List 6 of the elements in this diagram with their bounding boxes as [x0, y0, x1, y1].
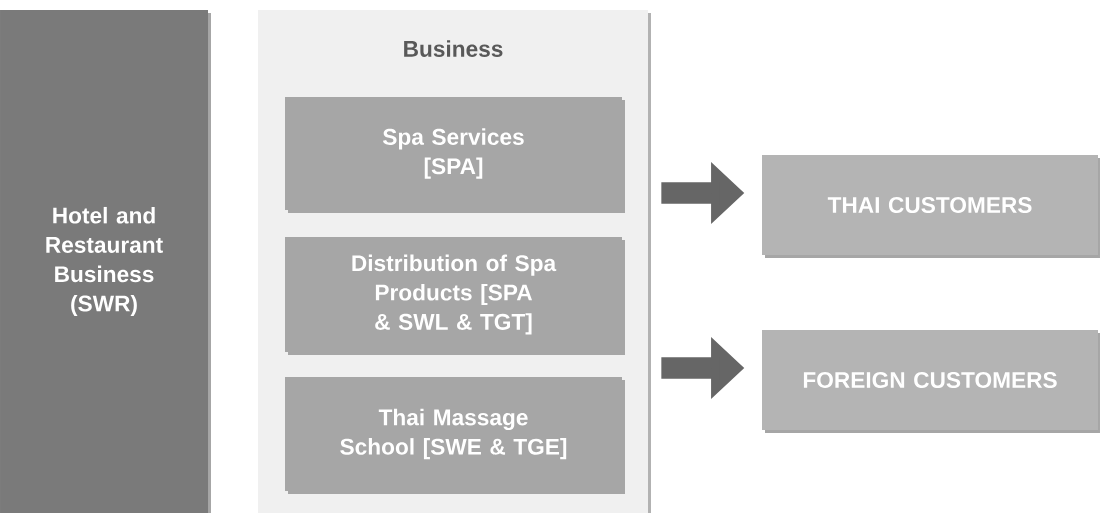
- service-box: Spa Services [SPA]: [285, 97, 625, 213]
- side-bar: Hotel and Restaurant Business (SWR): [0, 10, 211, 513]
- service-box: Distribution of Spa Products [SPA & SWL & TGT]: [285, 237, 625, 355]
- customer-box: FOREIGN CUSTOMERS: [762, 330, 1100, 433]
- customer-box: THAI CUSTOMERS: [762, 155, 1100, 258]
- service-box: Thai Massage School [SWE & TGE]: [285, 377, 625, 494]
